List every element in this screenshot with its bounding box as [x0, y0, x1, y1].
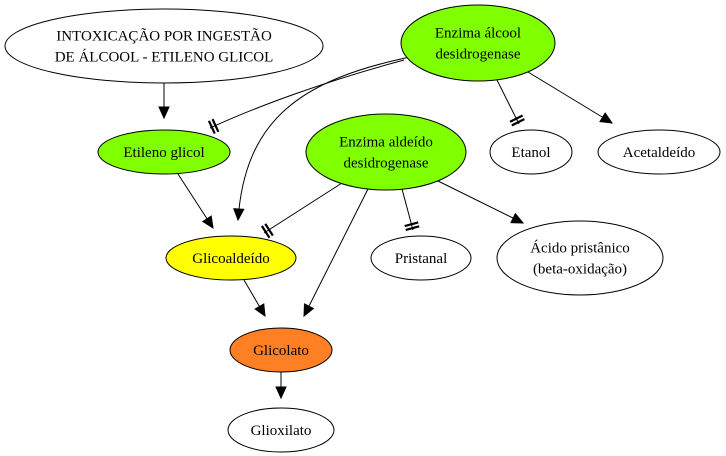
inhibition-mark [404, 221, 419, 228]
node-label: Glioxilato [251, 423, 312, 439]
arrow-head [510, 212, 525, 224]
nodes-layer: INTOXICAÇÃO POR INGESTÃO DE ÁLCOOL - ETIL… [4, 4, 721, 453]
edge-aldh-to-pristanal [401, 188, 420, 231]
node-ellipse [597, 129, 721, 175]
edge-line [437, 180, 524, 224]
node-label: desidrogenase [436, 47, 521, 63]
node-acetaldeido: Acetaldeído [597, 129, 721, 175]
node-etanol: Etanol [489, 129, 573, 175]
arrow-head [599, 112, 614, 124]
node-label: DE ÁLCOOL - ETILENO GLICOL [55, 49, 274, 66]
node-ellipse [229, 327, 333, 373]
node-label: (beta-oxidação) [533, 262, 627, 278]
node-ellipse [97, 129, 231, 175]
node-label: Etanol [511, 145, 550, 161]
node-label: Enzima aldeído [339, 135, 433, 151]
edge-aldh-to-glicolato [303, 188, 369, 318]
node-glicoaldeido: Glicoaldeído [165, 235, 297, 281]
inhibition-mark [207, 120, 216, 134]
arrow-head [275, 386, 287, 400]
node-label: Glicolato [253, 343, 309, 359]
node-pristanal: Pristanal [370, 235, 472, 281]
node-etileno: Etileno glicol [97, 129, 231, 175]
edge-line [303, 188, 369, 317]
inhibition-mark [511, 118, 525, 127]
inhibition-mark [264, 223, 274, 237]
arrow-head [158, 106, 170, 120]
edge-line [237, 56, 411, 221]
inhibition-mark [260, 225, 271, 239]
node-ellipse [496, 220, 664, 296]
node-label: desidrogenase [344, 156, 429, 172]
node-label: Acetaldeído [623, 145, 695, 161]
edge-etileno-to-glicoaldeido [177, 173, 214, 230]
node-ellipse [400, 4, 556, 82]
node-label: Etileno glicol [123, 145, 204, 161]
edge-line [527, 71, 613, 124]
inhibition-mark [509, 114, 524, 123]
node-glioxilato: Glioxilato [227, 407, 335, 453]
node-label: Ácido pristânico [530, 240, 630, 257]
inhibition-mark [405, 225, 420, 231]
inhibition-mark [211, 118, 220, 133]
arrow-head [201, 215, 214, 230]
edge-aldh-to-glicoaldeido [260, 182, 343, 239]
edge-glicolato-to-glioxilato [275, 372, 287, 400]
edge-intox-to-etileno [158, 82, 170, 120]
edge-line [209, 59, 405, 129]
arrow-head [254, 303, 266, 318]
edge-adh-to-etileno [207, 59, 405, 134]
node-label: Glicoaldeído [192, 251, 269, 267]
arrow-head [233, 208, 245, 222]
node-intox: INTOXICAÇÃO POR INGESTÃO DE ÁLCOOL - ETIL… [4, 8, 324, 84]
node-acido: Ácido pristânico (beta-oxidação) [496, 220, 664, 296]
node-ellipse [4, 8, 324, 84]
edge-adh-to-acetaldeido [527, 71, 614, 124]
edge-aldh-to-acido [437, 180, 525, 224]
node-label: INTOXICAÇÃO POR INGESTÃO [56, 29, 272, 45]
edges-layer [158, 56, 614, 400]
node-ellipse [370, 235, 472, 281]
edge-adh-to-glicoaldeido [233, 56, 411, 222]
edge-adh-to-etanol [496, 79, 525, 127]
node-ellipse [165, 235, 297, 281]
arrow-head [303, 303, 315, 318]
node-label: Pristanal [395, 251, 448, 267]
edge-glicoaldeido-to-glicolato [243, 279, 266, 318]
node-ellipse [227, 407, 335, 453]
edge-line [263, 182, 343, 234]
node-ellipse [489, 129, 573, 175]
edge-line [496, 79, 520, 125]
node-adh: Enzima álcool desidrogenase [400, 4, 556, 82]
node-ellipse [305, 113, 467, 191]
node-glicolato: Glicolato [229, 327, 333, 373]
node-label: Enzima álcool [435, 26, 521, 42]
node-aldh: Enzima aldeído desidrogenase [305, 113, 467, 191]
